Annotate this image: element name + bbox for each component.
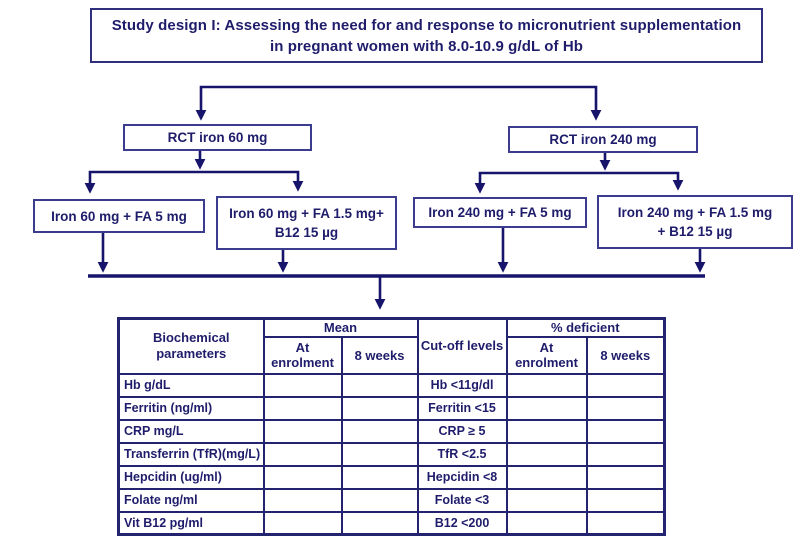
box-arm-iron60-fa1-5-b12-line2: B12 15 µg	[274, 225, 339, 240]
deficient-8weeks-cell	[585, 395, 666, 421]
cutoff-cell: Hepcidin <8	[416, 464, 508, 490]
col-group-mean: Mean	[262, 317, 419, 338]
table-row: Hepcidin (ug/ml) Hepcidin <8	[117, 464, 666, 490]
box-arm-iron240-fa5-label: Iron 240 mg + FA 5 mg	[428, 205, 572, 220]
mean-8weeks-cell	[340, 487, 419, 513]
deficient-enrolment-cell	[505, 395, 588, 421]
box-arm-iron60-fa5: Iron 60 mg + FA 5 mg	[33, 199, 205, 233]
box-arm-iron240-fa1-5-b12: Iron 240 mg + FA 1.5 mg + B12 15 µg	[597, 195, 793, 249]
deficient-enrolment-cell	[505, 441, 588, 467]
col-header-mean-8-weeks: 8 weeks	[340, 335, 419, 375]
param-cell: Vit B12 pg/ml	[117, 510, 265, 536]
mean-8weeks-cell	[340, 418, 419, 444]
cutoff-cell: TfR <2.5	[416, 441, 508, 467]
mean-enrolment-cell	[262, 464, 343, 490]
deficient-8weeks-cell	[585, 464, 666, 490]
table-row: Ferritin (ng/ml) Ferritin <15	[117, 395, 666, 421]
deficient-enrolment-cell	[505, 464, 588, 490]
col-header-mean-at-enrolment: At enrolment	[262, 335, 343, 375]
col-header-deficient-8-weeks: 8 weeks	[585, 335, 666, 375]
mean-8weeks-cell	[340, 372, 419, 398]
mean-8weeks-cell	[340, 395, 419, 421]
box-rct-iron-60: RCT iron 60 mg	[123, 124, 312, 151]
deficient-8weeks-cell	[585, 372, 666, 398]
mean-8weeks-cell	[340, 441, 419, 467]
cutoff-cell: B12 <200	[416, 510, 508, 536]
deficient-enrolment-cell	[505, 510, 588, 536]
cutoff-cell: CRP ≥ 5	[416, 418, 508, 444]
col-header-deficient-at-enrolment: At enrolment	[505, 335, 588, 375]
title-line1: Study design I: Assessing the need for a…	[111, 16, 742, 34]
param-cell: Ferritin (ng/ml)	[117, 395, 265, 421]
mean-8weeks-cell	[340, 464, 419, 490]
param-cell: Hepcidin (ug/ml)	[117, 464, 265, 490]
table-row: Hb g/dL Hb <11g/dl	[117, 372, 666, 398]
table-row: CRP mg/L CRP ≥ 5	[117, 418, 666, 444]
mean-enrolment-cell	[262, 510, 343, 536]
deficient-8weeks-cell	[585, 441, 666, 467]
deficient-8weeks-cell	[585, 418, 666, 444]
col-group-deficient: % deficient	[505, 317, 666, 338]
mean-enrolment-cell	[262, 441, 343, 467]
title-box: Study design I: Assessing the need for a…	[90, 8, 763, 63]
box-arm-iron60-fa1-5-b12: Iron 60 mg + FA 1.5 mg+ B12 15 µg	[216, 196, 397, 250]
param-cell: CRP mg/L	[117, 418, 265, 444]
mean-enrolment-cell	[262, 487, 343, 513]
col-header-parameters: Biochemical parameters	[117, 317, 265, 375]
table-row: Vit B12 pg/ml B12 <200	[117, 510, 666, 536]
mean-enrolment-cell	[262, 418, 343, 444]
cutoff-cell: Ferritin <15	[416, 395, 508, 421]
deficient-enrolment-cell	[505, 487, 588, 513]
box-rct-iron-240: RCT iron 240 mg	[508, 126, 698, 153]
deficient-enrolment-cell	[505, 418, 588, 444]
results-table: Biochemical parameters Mean Cut-off leve…	[117, 317, 666, 536]
deficient-enrolment-cell	[505, 372, 588, 398]
table-row: Folate ng/ml Folate <3	[117, 487, 666, 513]
title-line2: in pregnant women with 8.0-10.9 g/dL of …	[269, 37, 584, 55]
connector-left-split	[84, 170, 304, 194]
box-rct-iron-60-label: RCT iron 60 mg	[167, 130, 268, 145]
param-cell: Hb g/dL	[117, 372, 265, 398]
col-header-cutoff: Cut-off levels	[416, 317, 508, 375]
connector-right-split	[474, 171, 684, 194]
deficient-8weeks-cell	[585, 487, 666, 513]
param-cell: Transferrin (TfR)(mg/L)	[117, 441, 265, 467]
box-arm-iron240-fa5: Iron 240 mg + FA 5 mg	[413, 197, 587, 228]
connector-top-split	[195, 85, 602, 121]
cutoff-cell: Folate <3	[416, 487, 508, 513]
cutoff-cell: Hb <11g/dl	[416, 372, 508, 398]
box-arm-iron240-fa1-5-b12-line2: + B12 15 µg	[657, 224, 733, 239]
box-arm-iron240-fa1-5-b12-line1: Iron 240 mg + FA 1.5 mg	[617, 205, 773, 220]
box-rct-iron-240-label: RCT iron 240 mg	[549, 132, 657, 147]
mean-enrolment-cell	[262, 372, 343, 398]
param-cell: Folate ng/ml	[117, 487, 265, 513]
box-arm-iron60-fa5-label: Iron 60 mg + FA 5 mg	[51, 208, 187, 224]
box-arm-iron60-fa1-5-b12-line1: Iron 60 mg + FA 1.5 mg+	[229, 206, 384, 221]
mean-enrolment-cell	[262, 395, 343, 421]
mean-8weeks-cell	[340, 510, 419, 536]
deficient-8weeks-cell	[585, 510, 666, 536]
table-row: Transferrin (TfR)(mg/L) TfR <2.5	[117, 441, 666, 467]
